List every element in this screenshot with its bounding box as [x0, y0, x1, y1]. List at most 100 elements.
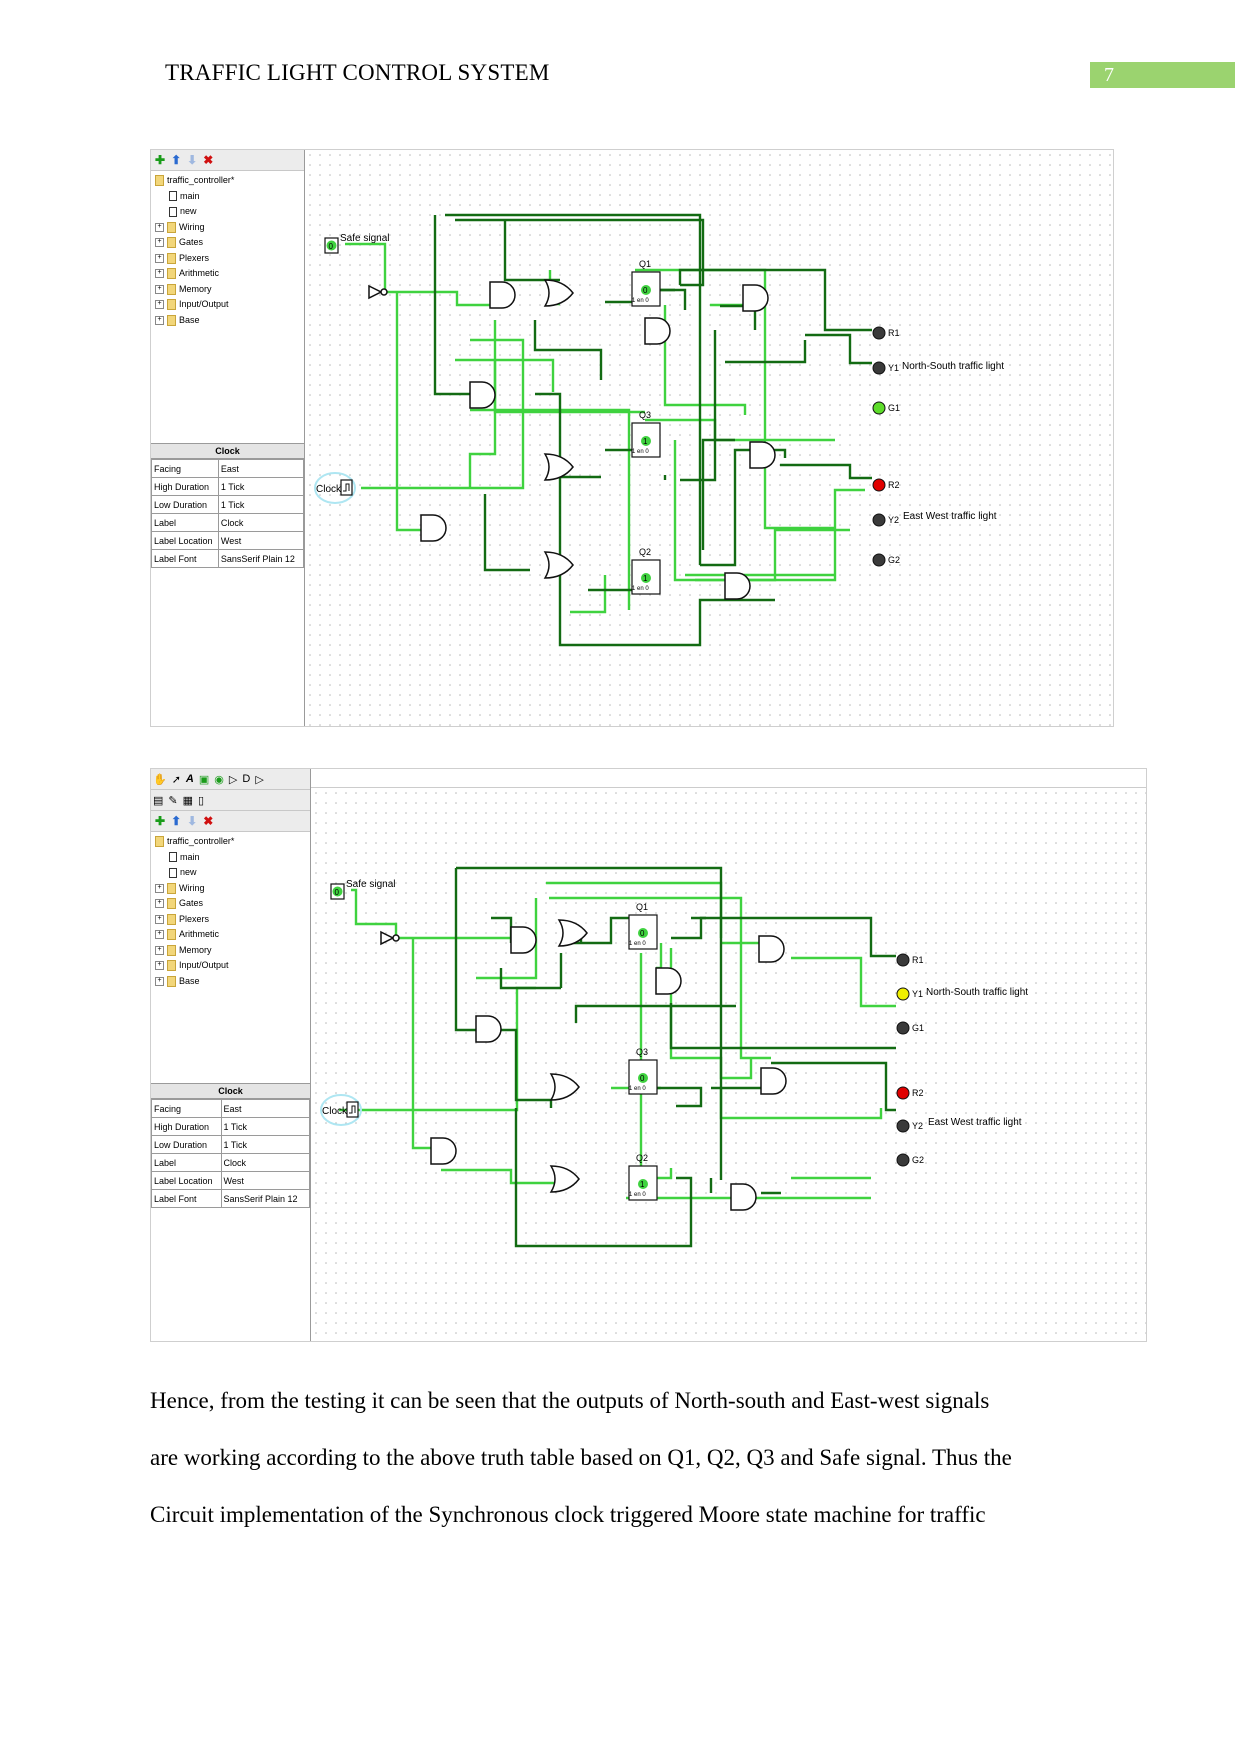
hand-tool-icon[interactable]: ✋: [153, 773, 167, 786]
not-gate-icon[interactable]: ▷: [228, 773, 238, 786]
expand-icon[interactable]: +: [155, 883, 164, 893]
circuit-canvas-1[interactable]: Q1 0 1 en 0 Q3 1 1 en 0 Q2 1 1 en 0: [305, 150, 1113, 726]
tree-lib[interactable]: +Base: [155, 974, 306, 990]
layout-icon[interactable]: ▤: [153, 794, 164, 807]
tree-lib[interactable]: +Gates: [155, 235, 300, 251]
ew-light-label: East West traffic light: [928, 1117, 1022, 1128]
tree-lib[interactable]: +Base: [155, 313, 300, 329]
tree-item-main[interactable]: main: [155, 189, 300, 205]
tree-item-new[interactable]: new: [155, 865, 306, 881]
tree-item-new[interactable]: new: [155, 204, 300, 220]
safe-signal-input[interactable]: 0 Safe signal: [330, 879, 395, 900]
clock-input[interactable]: Clock: [314, 472, 356, 504]
folder-icon: [167, 882, 176, 894]
ns-light-label: North-South traffic light: [926, 987, 1028, 998]
add-icon[interactable]: ✚: [155, 153, 166, 167]
move-up-icon[interactable]: ⬆: [171, 814, 182, 828]
expand-icon[interactable]: +: [155, 899, 164, 909]
expand-icon[interactable]: +: [155, 914, 164, 924]
expand-icon[interactable]: +: [155, 222, 164, 232]
tree-lib[interactable]: +Arithmetic: [155, 927, 306, 943]
body-line-1: Hence, from the testing it can be seen t…: [150, 1388, 990, 1413]
output-y2-label: Y2: [912, 1121, 923, 1131]
expand-icon[interactable]: +: [155, 930, 164, 940]
safe-signal-input[interactable]: 0 Safe signal: [324, 233, 389, 254]
lamp-r2: [872, 478, 886, 492]
or-gate: [549, 1073, 580, 1101]
output-r2-label: R2: [888, 480, 900, 490]
explorer-toolbar: ✚ ⬆ ⬇ ✖: [151, 811, 310, 832]
and-gate-icon[interactable]: D: [242, 773, 251, 785]
tree-lib[interactable]: +Input/Output: [155, 958, 306, 974]
circuit-canvas-2[interactable]: Q1 0 1 en 0 Q3 0 1 en 0 Q2 1 1 en 0: [311, 787, 1146, 1341]
ff-q3-label: Q3: [636, 1047, 648, 1057]
or-gate-icon[interactable]: ▷: [255, 773, 264, 786]
simulator-screenshot-2: ✋ ➚ A ▣ ◉ ▷ D ▷ ▤ ✎ ▦ ▯ ✚ ⬆ ⬇ ✖ traffic_…: [150, 768, 1147, 1342]
ff-q3-label: Q3: [639, 410, 651, 420]
flipflop-q3: Q3 1 1 en 0: [631, 410, 661, 458]
body-line-3: Circuit implementation of the Synchronou…: [150, 1502, 986, 1527]
output-g1-label: G1: [888, 403, 900, 413]
expand-icon[interactable]: +: [155, 945, 164, 955]
tree-lib[interactable]: +Wiring: [155, 881, 306, 897]
lamp-g2: [872, 553, 886, 567]
tree-lib[interactable]: +Gates: [155, 896, 306, 912]
ew-light-label: East West traffic light: [903, 511, 997, 522]
move-down-icon[interactable]: ⬇: [187, 814, 198, 828]
expand-icon[interactable]: +: [155, 253, 164, 263]
project-tree: traffic_controller* main new +Wiring +Ga…: [151, 171, 304, 330]
expand-icon[interactable]: +: [155, 269, 164, 279]
ff-q1-label: Q1: [636, 902, 648, 912]
tree-lib[interactable]: +Plexers: [155, 251, 300, 267]
expand-icon[interactable]: +: [155, 238, 164, 248]
ff-q3-value: 0: [640, 1074, 645, 1083]
select-tool-icon[interactable]: ➚: [171, 773, 181, 786]
delete-icon[interactable]: ✖: [203, 153, 214, 167]
tree-lib[interactable]: +Wiring: [155, 220, 300, 236]
folder-icon: [155, 836, 164, 848]
add-icon[interactable]: ✚: [155, 814, 166, 828]
not-gate: [380, 930, 395, 946]
delete-icon[interactable]: ✖: [203, 814, 214, 828]
folder-icon: [167, 944, 176, 956]
move-down-icon[interactable]: ⬇: [187, 153, 198, 167]
and-gate: [510, 926, 537, 954]
clock-label: Clock: [316, 484, 342, 495]
ff-q3-value: 1: [643, 437, 648, 446]
clock-input[interactable]: Clock: [320, 1094, 362, 1126]
move-up-icon[interactable]: ⬆: [171, 153, 182, 167]
ff-q2-label: Q2: [636, 1153, 648, 1163]
tree-lib[interactable]: +Memory: [155, 943, 306, 959]
text-tool-icon[interactable]: A: [185, 773, 194, 785]
tree-project[interactable]: traffic_controller*: [155, 834, 306, 850]
tree-lib[interactable]: +Input/Output: [155, 297, 300, 313]
tree-lib[interactable]: +Plexers: [155, 912, 306, 928]
expand-icon[interactable]: +: [155, 284, 164, 294]
explorer-panel: ✋ ➚ A ▣ ◉ ▷ D ▷ ▤ ✎ ▦ ▯ ✚ ⬆ ⬇ ✖ traffic_…: [151, 769, 311, 1341]
folder-icon: [167, 221, 176, 233]
expand-icon[interactable]: +: [155, 315, 164, 325]
appearance-icon[interactable]: ✎: [168, 794, 178, 807]
and-gate: [742, 284, 769, 312]
svg-text:1 en 0: 1 en 0: [629, 1086, 646, 1092]
input-pin-icon[interactable]: ▣: [198, 773, 210, 786]
expand-icon[interactable]: +: [155, 961, 164, 971]
tree-lib[interactable]: +Memory: [155, 282, 300, 298]
expand-icon[interactable]: +: [155, 976, 164, 986]
and-gate: [760, 1067, 787, 1095]
table-icon[interactable]: ▦: [182, 794, 194, 807]
expand-icon[interactable]: +: [155, 300, 164, 310]
tree-lib[interactable]: +Arithmetic: [155, 266, 300, 282]
svg-text:1 en 0: 1 en 0: [632, 449, 649, 455]
tree-project[interactable]: traffic_controller*: [155, 173, 300, 189]
circuit-icon[interactable]: ▯: [198, 794, 205, 807]
output-pin-icon[interactable]: ◉: [214, 773, 224, 786]
svg-text:1 en 0: 1 en 0: [629, 1192, 646, 1198]
safe-signal-label: Safe signal: [340, 233, 389, 244]
tree-item-main[interactable]: main: [155, 850, 306, 866]
and-gate: [644, 317, 671, 345]
